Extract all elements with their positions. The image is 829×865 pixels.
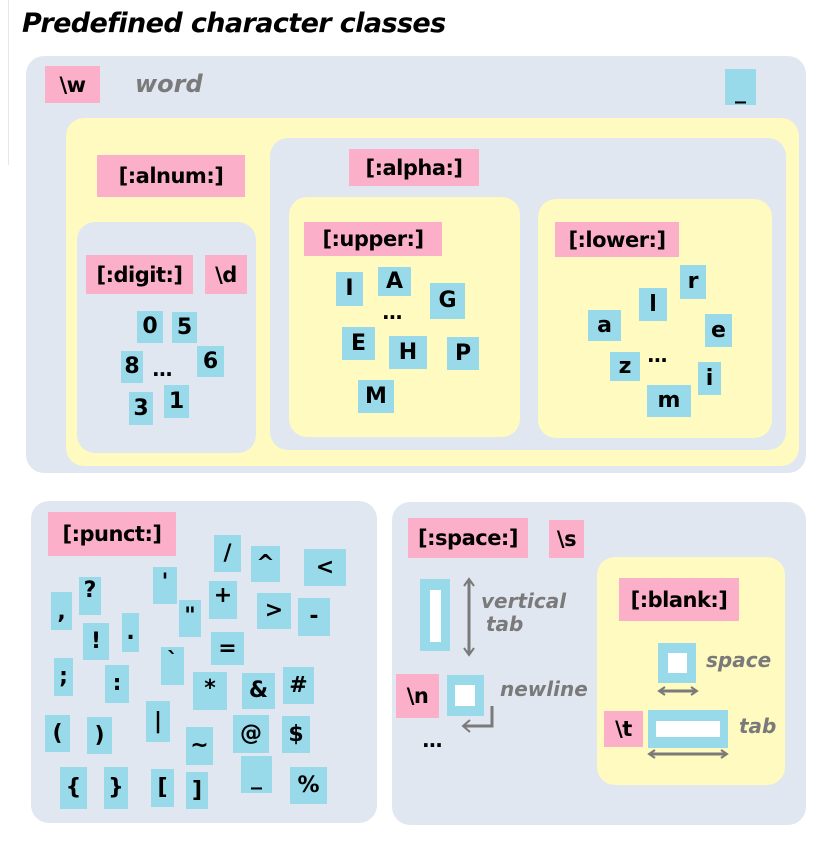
digit-tile: 0 <box>137 311 163 343</box>
punct-tile: { <box>60 767 87 809</box>
lower-tile: z <box>610 352 640 381</box>
page-edge-line <box>8 0 9 165</box>
digit-tile: 5 <box>172 312 197 343</box>
horizontal-double-arrow-icon <box>657 686 699 696</box>
upper-tile: G <box>430 283 465 319</box>
lower-class-label: [:lower:] <box>555 222 679 257</box>
punct-tile: # <box>283 667 314 704</box>
lower-tile: r <box>680 265 706 299</box>
upper-tile: A <box>378 267 411 296</box>
vertical-tab-glyph <box>420 579 450 651</box>
lower-tile: e <box>705 314 732 347</box>
space-ellipsis: ... <box>422 728 443 752</box>
punct-tile: & <box>242 673 275 709</box>
char-tile-underscore: _ <box>725 69 756 105</box>
punct-tile: > <box>257 593 291 629</box>
vertical-tab-caption-line1: vertical <box>481 589 567 613</box>
punct-tile: = <box>211 632 244 665</box>
punct-tile: + <box>209 581 237 619</box>
vertical-tab-caption-line2: tab <box>486 612 524 636</box>
digit-class-label: [:digit:] <box>86 255 193 294</box>
punct-tile: ; <box>54 658 73 696</box>
space-alias-label: \s <box>549 520 584 558</box>
newline-alias-label: \n <box>396 674 439 718</box>
word-class-label: \w <box>45 66 100 103</box>
tab-glyph <box>648 710 728 748</box>
upper-ellipsis: ... <box>382 300 403 324</box>
lower-tile: l <box>639 288 667 321</box>
punct-tile: . <box>122 613 139 652</box>
punct-tile: [ <box>151 769 174 807</box>
newline-glyph <box>447 675 484 716</box>
space-caption: space <box>706 648 772 672</box>
punct-tile: ) <box>87 717 112 754</box>
digit-ellipsis: ... <box>152 357 173 381</box>
upper-tile: M <box>358 380 394 413</box>
punct-tile: $ <box>282 716 310 753</box>
punct-tile: / <box>214 535 241 572</box>
punct-class-label: [:punct:] <box>48 512 176 556</box>
punct-tile: _ <box>241 756 272 793</box>
digit-tile: 8 <box>121 351 143 383</box>
upper-class-label: [:upper:] <box>304 222 442 256</box>
punct-tile: ~ <box>186 727 213 765</box>
punct-tile: ( <box>45 715 70 752</box>
punct-tile: ? <box>79 577 101 615</box>
lower-tile: i <box>698 362 721 395</box>
punct-tile: ^ <box>251 546 280 582</box>
tab-caption: tab <box>739 714 777 738</box>
alnum-class-label: [:alnum:] <box>97 155 245 197</box>
digit-tile: 1 <box>164 385 189 418</box>
digit-alias-label: \d <box>205 255 247 294</box>
punct-tile: " <box>179 600 201 637</box>
punct-tile: , <box>51 592 72 630</box>
upper-tile: P <box>447 337 479 370</box>
punct-tile: @ <box>233 715 269 753</box>
page-title: Predefined character classes <box>22 8 446 39</box>
lower-tile: a <box>588 310 621 341</box>
digit-tile: 3 <box>129 392 153 425</box>
punct-tile: ! <box>83 623 109 660</box>
upper-tile: I <box>336 272 363 306</box>
punct-tile: < <box>304 549 346 586</box>
upper-tile: H <box>389 336 427 369</box>
punct-tile: ] <box>186 772 208 809</box>
lower-ellipsis: ... <box>647 343 668 367</box>
space-glyph <box>658 643 696 683</box>
punct-tile: ` <box>161 647 184 685</box>
lower-tile: m <box>647 385 691 417</box>
punct-tile: | <box>146 701 170 742</box>
space-class-label: [:space:] <box>408 518 528 558</box>
word-caption: word <box>135 70 203 98</box>
digit-tile: 6 <box>197 346 224 377</box>
horizontal-double-arrow-icon <box>647 749 729 759</box>
upper-tile: E <box>342 327 375 360</box>
punct-tile: ' <box>153 567 177 604</box>
newline-caption: newline <box>500 677 588 701</box>
alpha-class-label: [:alpha:] <box>349 149 479 186</box>
punct-tile: % <box>290 767 327 804</box>
punct-tile: - <box>298 598 330 636</box>
punct-tile: } <box>104 767 128 809</box>
punct-tile: * <box>193 672 227 710</box>
punct-tile: : <box>105 665 129 703</box>
vertical-double-arrow-icon <box>463 577 475 657</box>
tab-alias-label: \t <box>604 711 643 747</box>
return-arrow-icon <box>461 706 494 733</box>
blank-class-label: [:blank:] <box>619 578 739 621</box>
